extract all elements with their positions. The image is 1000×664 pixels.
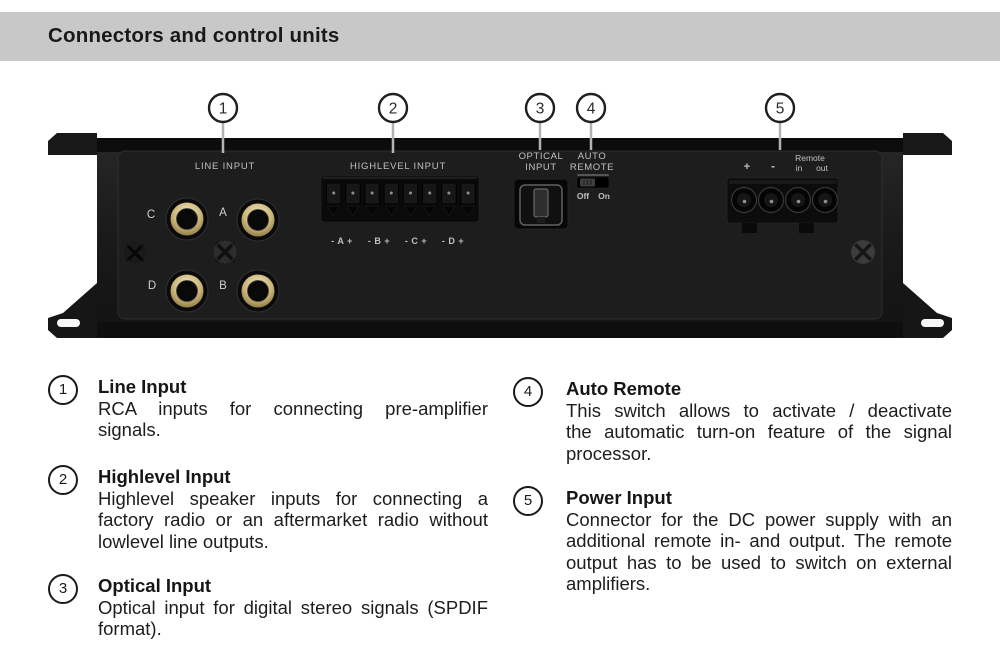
power-remote-in-label: in: [796, 163, 803, 173]
rca-channel-label-a: A: [219, 207, 227, 219]
rca-channel-label-c: C: [147, 209, 155, 221]
device-rear-panel-photo: LINE INPUT C A D B: [48, 92, 952, 338]
legend-text-line: processor.: [566, 442, 652, 464]
legend-item-line-input: 1 Line Input RCA inputs for connecting p…: [48, 375, 488, 441]
legend-text-line: lowlevel line outputs.: [98, 530, 269, 552]
legend-text-line: Optical input for digital stereo signals…: [98, 596, 488, 618]
callout-3: 3: [524, 92, 556, 150]
legend-text-line: format).: [98, 618, 162, 640]
callout-2: 2: [377, 92, 409, 153]
legend-title-auto-remote: Auto Remote: [566, 378, 682, 399]
legend-number-3: 3: [48, 574, 78, 604]
legend-text-line: factory radio or an aftermarket radio wi…: [98, 509, 488, 531]
optical-port: [513, 178, 569, 230]
left-panel-screw: [124, 242, 146, 264]
rca-channel-label-d: D: [148, 280, 156, 292]
callout-number: 2: [389, 101, 398, 118]
legend-text-line: signals.: [98, 419, 161, 441]
legend-title-highlevel-input: Highlevel Input: [98, 466, 231, 487]
legend-title-line-input: Line Input: [98, 376, 187, 397]
highlevel-channel-label-c: - C +: [405, 236, 427, 246]
highlevel-channel-label-b: - B +: [368, 236, 390, 246]
left-mounting-bracket: [48, 133, 97, 338]
chassis-top-edge: [97, 138, 903, 152]
optical-label-line1: OPTICAL: [519, 151, 564, 162]
callout-number: 5: [776, 101, 785, 118]
power-port-2: [757, 186, 785, 214]
legend-number-1: 1: [48, 375, 78, 405]
highlevel-terminal-block: [320, 175, 480, 223]
power-terminal-block: [726, 177, 839, 233]
power-plus-label: +: [744, 161, 750, 173]
legend-text-line: This switch allows to activate / deactiv…: [566, 399, 952, 421]
header-bar: Connectors and control units: [0, 12, 1000, 61]
auto-remote-label-line1: AUTO: [578, 151, 607, 162]
legend-title-power-input: Power Input: [566, 487, 672, 508]
right-foot-slot: [921, 319, 944, 327]
highlevel-input-label: HIGHLEVEL INPUT: [350, 161, 446, 172]
legend-text-line: output has to be used to switch on exter…: [566, 551, 952, 573]
legend-text-line: additional remote in- and output. The re…: [566, 530, 952, 552]
power-minus-label: -: [771, 159, 775, 173]
callout-number: 1: [219, 101, 228, 118]
auto-remote-switch: [576, 174, 610, 189]
callout-number: 4: [587, 101, 596, 118]
legend-number-5: 5: [513, 486, 543, 516]
right-mounting-bracket: [903, 133, 952, 338]
callout-4: 4: [575, 92, 607, 150]
rca-jack-d: [165, 269, 209, 313]
legend-item-power-input: 5 Power Input Connector for the DC power…: [513, 486, 952, 595]
rca-jack-c: [165, 197, 209, 241]
callout-1: 1: [207, 92, 239, 153]
callout-number: 3: [536, 101, 545, 118]
switch-off-label: Off: [577, 191, 589, 201]
callout-5: 5: [764, 92, 796, 150]
chassis-bottom-edge: [97, 322, 903, 338]
line-input-label: LINE INPUT: [195, 161, 255, 172]
connector-panel: [117, 150, 883, 320]
highlevel-channel-label-a: - A +: [331, 236, 353, 246]
legend-number-4: 4: [513, 377, 543, 407]
legend-title-optical-input: Optical Input: [98, 575, 212, 596]
legend-text-line: Connector for the DC power supply with a…: [566, 508, 952, 530]
right-panel-screw: [851, 240, 875, 264]
terminal-cells: [326, 182, 476, 217]
power-port-4: [811, 186, 839, 214]
rca-jack-b: [236, 269, 280, 313]
legend-item-auto-remote: 4 Auto Remote This switch allows to acti…: [513, 377, 952, 464]
power-remote-label: Remote: [795, 153, 825, 163]
center-screw: [213, 240, 237, 264]
rca-channel-label-b: B: [219, 280, 227, 292]
highlevel-channel-label-d: - D +: [442, 236, 464, 246]
power-port-1: [730, 186, 758, 214]
left-foot-slot: [57, 319, 80, 327]
rca-jack-a: [236, 198, 280, 242]
switch-on-label: On: [598, 191, 610, 201]
legend-item-highlevel-input: 2 Highlevel Input Highlevel speaker inpu…: [48, 465, 488, 552]
power-remote-out-label: out: [816, 163, 828, 173]
legend-text-line: amplifiers.: [566, 573, 651, 595]
auto-remote-label-line2: REMOTE: [570, 162, 614, 173]
legend-text-line: Highlevel speaker inputs for connecting …: [98, 487, 488, 509]
power-port-3: [784, 186, 812, 214]
legend-number-2: 2: [48, 465, 78, 495]
page-title: Connectors and control units: [48, 24, 340, 47]
legend-text-line: the automatic turn-on feature of the sig…: [566, 421, 952, 443]
legend-item-optical-input: 3 Optical Input Optical input for digita…: [48, 574, 488, 640]
optical-label-line2: INPUT: [525, 162, 557, 173]
legend-text-line: RCA inputs for connecting pre-amplifier: [98, 397, 488, 419]
